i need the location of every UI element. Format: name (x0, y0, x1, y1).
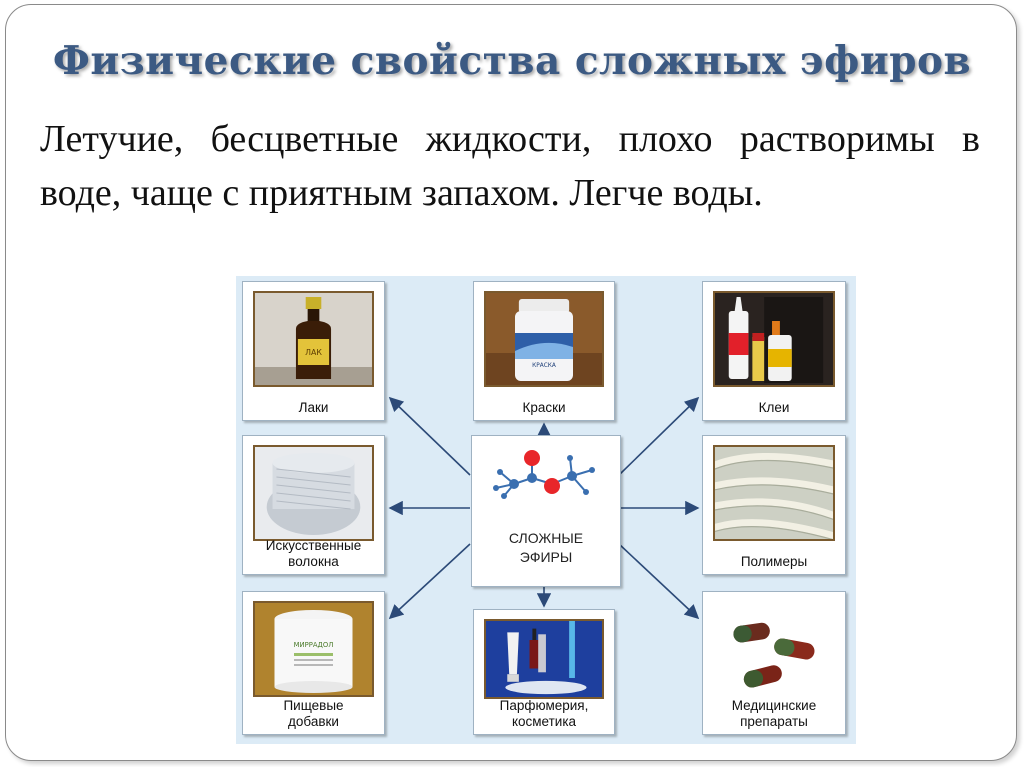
medicine-photo (713, 601, 835, 697)
card-polimery: Полимеры (702, 435, 846, 575)
label-laki: Лаки (243, 400, 384, 416)
slide-body-text: Летучие, бесцветные жидкости, плохо раст… (40, 112, 980, 220)
esters-diagram: ЛАК Лаки КРАСКА Краски (236, 276, 856, 744)
label-volokna-line1: Искусственные (243, 538, 384, 554)
glue-photo (713, 291, 835, 387)
label-polimery: Полимеры (703, 554, 845, 570)
center-label-line2: ЭФИРЫ (472, 548, 620, 567)
paint-photo: КРАСКА (484, 291, 604, 387)
label-parfyumeriya: Парфюмерия, косметика (474, 698, 614, 730)
card-parfyumeriya: Парфюмерия, косметика (473, 609, 615, 735)
label-medicinskie: Медицинские препараты (703, 698, 845, 730)
label-medicinskie-line1: Медицинские (703, 698, 845, 714)
card-kraski: КРАСКА Краски (473, 281, 615, 421)
label-pishchevye: Пищевые добавки (243, 698, 384, 730)
card-medicinskie: Медицинские препараты (702, 591, 846, 735)
label-medicinskie-line2: препараты (703, 714, 845, 730)
label-parfyumeriya-line2: косметика (474, 714, 614, 730)
arrow-to-klei (619, 398, 698, 475)
fiber-photo (253, 445, 374, 541)
arrow-to-pishchevye (390, 544, 470, 618)
center-label-line1: СЛОЖНЫЕ (472, 529, 620, 548)
center-label: СЛОЖНЫЕ ЭФИРЫ (472, 529, 620, 567)
card-laki: ЛАК Лаки (242, 281, 385, 421)
food-label-text: МИРРАДОЛ (294, 641, 334, 649)
lacquer-photo: ЛАК (253, 291, 374, 387)
slide-title: Физические свойства сложных эфиров (0, 38, 1024, 84)
label-pishchevye-line1: Пищевые (243, 698, 384, 714)
arrow-to-medicinskie (619, 544, 698, 618)
label-pishchevye-line2: добавки (243, 714, 384, 730)
arrow-to-laki (390, 398, 470, 475)
card-pishchevye: МИРРАДОЛ Пищевые добавки (242, 591, 385, 735)
card-volokna: Искусственные волокна (242, 435, 385, 575)
ester-molecule-icon (486, 444, 606, 512)
food-additive-photo: МИРРАДОЛ (253, 601, 374, 697)
cosmetics-photo (484, 619, 604, 699)
label-volokna-line2: волокна (243, 554, 384, 570)
card-klei: Клеи (702, 281, 846, 421)
center-esters: СЛОЖНЫЕ ЭФИРЫ (471, 435, 621, 587)
lacquer-label-text: ЛАК (305, 348, 322, 357)
label-parfyumeriya-line1: Парфюмерия, (474, 698, 614, 714)
label-volokna: Искусственные волокна (243, 538, 384, 570)
label-kraski: Краски (474, 400, 614, 416)
label-klei: Клеи (703, 400, 845, 416)
paint-label-text: КРАСКА (532, 363, 556, 369)
polymer-photo (713, 445, 835, 541)
